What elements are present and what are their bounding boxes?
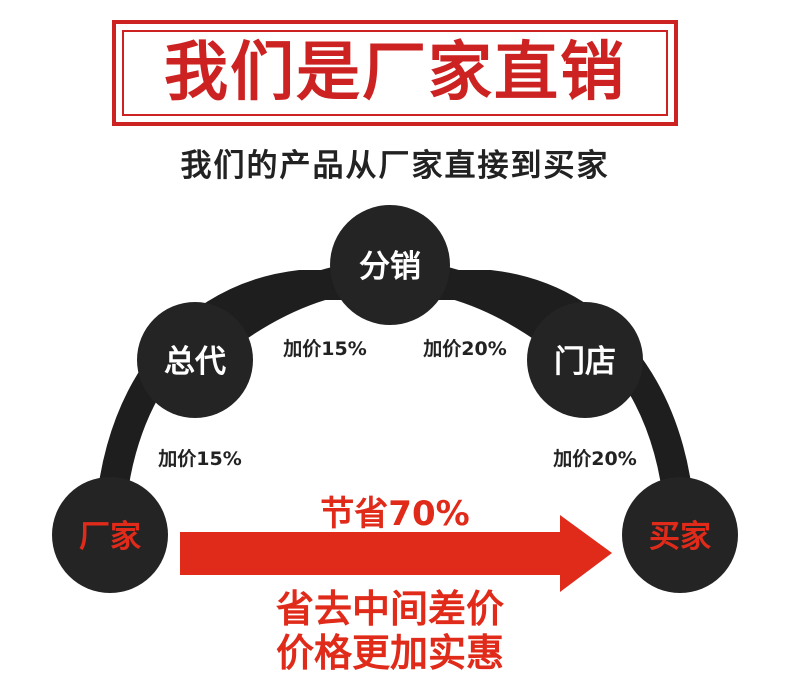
slogan-line-2: 价格更加实惠 bbox=[276, 631, 504, 675]
node-buyer: 买家 bbox=[622, 477, 738, 593]
node-buyer-label: 买家 bbox=[649, 519, 711, 555]
title-banner: 我们是厂家直销 bbox=[112, 20, 678, 126]
slogan-line-1: 省去中间差价 bbox=[276, 587, 504, 631]
node-distribution-circle bbox=[330, 205, 450, 325]
node-store-circle bbox=[527, 302, 643, 418]
node-general-agent: 总代 bbox=[137, 302, 253, 418]
savings-label: 节省70% bbox=[320, 494, 469, 534]
node-buyer-circle bbox=[622, 477, 738, 593]
node-distribution: 分销 bbox=[330, 205, 450, 325]
node-distribution-label: 分销 bbox=[359, 249, 421, 285]
node-factory: 厂家 bbox=[52, 477, 168, 593]
page-title: 我们是厂家直销 bbox=[164, 36, 626, 110]
node-factory-label: 厂家 bbox=[79, 519, 141, 555]
direct-arrow bbox=[180, 515, 612, 592]
markup-label-distribution-to-store: 加价20% bbox=[422, 338, 506, 360]
node-factory-circle bbox=[52, 477, 168, 593]
markup-label-factory-to-general: 加价15% bbox=[157, 448, 241, 470]
markup-label-store-to-buyer: 加价20% bbox=[552, 448, 636, 470]
node-store: 门店 bbox=[527, 302, 643, 418]
markup-label-general-to-distribution: 加价15% bbox=[282, 338, 366, 360]
page-subtitle: 我们的产品从厂家直接到买家 bbox=[180, 148, 610, 184]
title-banner-inner-border: 我们是厂家直销 bbox=[122, 30, 668, 116]
node-store-label: 门店 bbox=[554, 344, 616, 380]
node-general-agent-circle bbox=[137, 302, 253, 418]
node-general-agent-label: 总代 bbox=[164, 344, 226, 380]
